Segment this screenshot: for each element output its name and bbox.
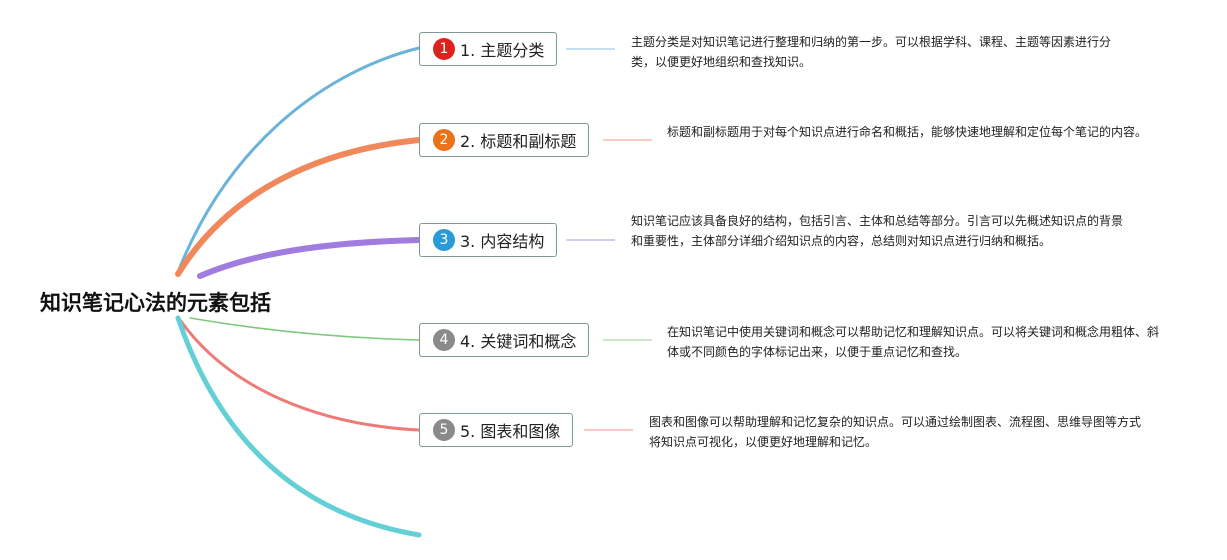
- topic-description-3: 知识笔记应该具备良好的结构，包括引言、主体和总结等部分。引言可以先概述知识点的背…: [631, 214, 1124, 248]
- topic-description-5: 图表和图像可以帮助理解和记忆复杂的知识点。可以通过绘制图表、流程图、思维导图等方…: [649, 415, 1142, 449]
- branch-connector-3: [197, 237, 422, 279]
- number-1-icon: 1: [433, 38, 455, 60]
- branch-connector-1: [176, 46, 421, 274]
- number-4-icon: 4: [433, 329, 455, 351]
- topic-node-1[interactable]: 1 1. 主题分类: [419, 32, 558, 66]
- topic-label-2: 2. 标题和副标题: [460, 132, 577, 151]
- branch-connector-5: [178, 318, 421, 432]
- topic-description-1: 主题分类是对知识笔记进行整理和归纳的第一步。可以根据学科、课程、主题等因素进行分…: [631, 35, 1112, 69]
- topic-label-1: 1. 主题分类: [460, 41, 545, 60]
- number-2-icon: 2: [433, 129, 455, 151]
- topic-label-4: 4. 关键词和概念: [460, 332, 577, 351]
- topic-label-5: 5. 图表和图像: [460, 422, 561, 441]
- topic-description-2: 标题和副标题用于对每个知识点进行命名和概括，能够快速地理解和定位每个笔记的内容。: [667, 125, 1148, 139]
- branch-connector-2: [175, 137, 422, 277]
- root-topic[interactable]: 知识笔记心法的元素包括: [40, 291, 271, 315]
- topic-node-2[interactable]: 2 2. 标题和副标题: [419, 123, 590, 157]
- topic-node-5[interactable]: 5 5. 图表和图像: [419, 413, 574, 447]
- branch-connector-4: [189, 317, 420, 341]
- topic-label-3: 3. 内容结构: [460, 232, 545, 251]
- number-3-icon: 3: [433, 229, 455, 251]
- topic-node-3[interactable]: 3 3. 内容结构: [419, 223, 558, 257]
- topic-description-4: 在知识笔记中使用关键词和概念可以帮助记忆和理解知识点。可以将关键词和概念用粗体、…: [667, 325, 1160, 359]
- topic-node-4[interactable]: 4 4. 关键词和概念: [419, 323, 590, 357]
- branch-connector-6: [175, 315, 422, 538]
- number-5-icon: 5: [433, 419, 455, 441]
